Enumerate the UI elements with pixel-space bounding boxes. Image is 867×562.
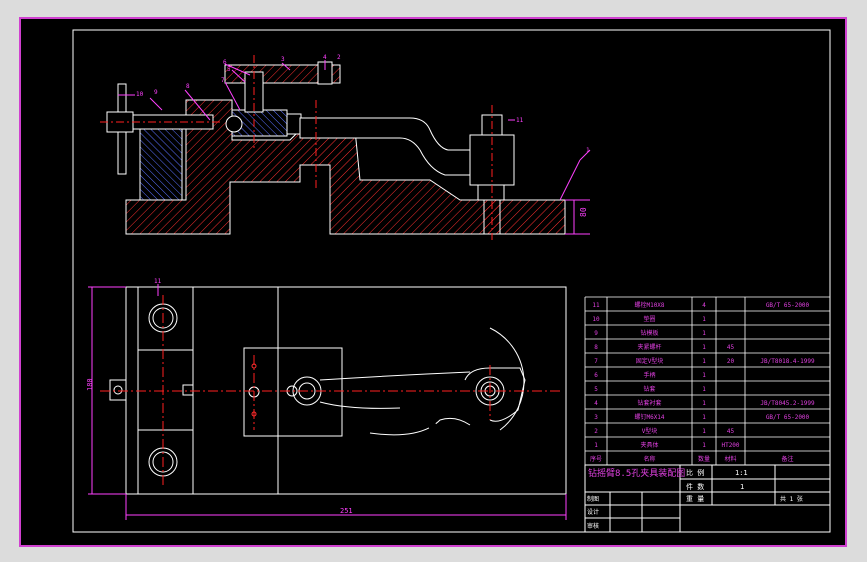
part-qty: 1 (702, 442, 706, 449)
title-block: 钻摇臂8.5孔夹具装配图 比 例 1:1 件 数 1 重 量 共 1 张 制图 … (584, 464, 831, 533)
part-qty: 1 (702, 316, 706, 323)
header-standard: 备注 (781, 455, 793, 463)
part-qty: 4 (702, 302, 706, 309)
part-qty: 1 (702, 414, 706, 421)
part-qty: 1 (702, 330, 706, 337)
dim-height-plan: 180 (86, 378, 94, 391)
balloon-1: 1 (586, 147, 590, 154)
leaders (118, 60, 591, 201)
part-name: 钻套 (643, 385, 655, 393)
part-name: 夹具体 (640, 441, 658, 449)
v-block-nut (286, 113, 302, 135)
label-drawn: 制图 (587, 495, 599, 503)
workpiece-section (225, 115, 243, 133)
part-name: 钻模板 (640, 329, 658, 337)
sheet-border (19, 17, 847, 547)
drawing-frame (72, 29, 831, 533)
part-name: 螺钉M6X14 (634, 413, 664, 421)
part-qty: 1 (702, 344, 706, 351)
part-name: 钻套衬套 (637, 399, 661, 407)
part-name: 手柄 (643, 371, 655, 379)
support-block (139, 127, 183, 201)
part-standard: JB/T8045.2-1999 (760, 400, 815, 407)
part-no: 5 (594, 386, 598, 393)
part-qty: 1 (702, 358, 706, 365)
part-no: 7 (594, 358, 598, 365)
part-name: 固定V型块 (636, 357, 664, 365)
part-material: 20 (727, 358, 735, 365)
header-no: 序号 (590, 455, 602, 463)
part-material: 45 (727, 428, 735, 435)
clamp-outline (464, 367, 526, 422)
part-no: 11 (592, 302, 600, 309)
balloon-4: 4 (323, 54, 327, 61)
washer (477, 184, 505, 201)
arm-edge (319, 401, 401, 409)
front-section-view: 80 10 9 8 7 6 5 3 4 2 11 1 (100, 54, 591, 240)
part-no: 6 (594, 372, 598, 379)
part-name: 夹紧螺杆 (637, 343, 661, 351)
part-standard: GB/T 65-2000 (766, 302, 810, 309)
part-name: V型块 (642, 427, 658, 435)
part-no: 10 (592, 316, 600, 323)
swing-arc (489, 327, 525, 431)
balloon-8: 8 (186, 83, 190, 90)
value-count: 1 (740, 483, 744, 491)
label-check: 审核 (587, 522, 599, 530)
header-name: 名称 (643, 455, 655, 463)
part-name: 垫圈 (643, 315, 655, 323)
dim-height-side: 80 (579, 207, 588, 217)
part-no: 3 (594, 414, 598, 421)
balloon-11-plan: 11 (154, 278, 162, 285)
arm-edge (319, 371, 471, 381)
label-weight: 重 量 (686, 495, 704, 503)
drill-plate-outline (243, 347, 343, 437)
part-qty: 1 (702, 386, 706, 393)
part-standard: JB/T8018.4-1999 (760, 358, 815, 365)
balloon-11: 11 (516, 117, 524, 124)
part-qty: 1 (702, 400, 706, 407)
header-material: 材料 (724, 455, 736, 463)
balloon-5: 5 (227, 66, 231, 73)
part-name: 螺栓M10X8 (634, 301, 664, 309)
part-standard: GB/T 65-2000 (766, 414, 810, 421)
balloon-10: 10 (136, 91, 144, 98)
handle-pin (113, 385, 123, 395)
part-no: 9 (594, 330, 598, 337)
part-qty: 1 (702, 372, 706, 379)
header-qty: 数量 (698, 455, 710, 463)
part-no: 8 (594, 344, 598, 351)
label-sheet: 共 1 张 (780, 495, 803, 503)
balloon-6: 6 (223, 59, 227, 66)
plan-view: 180 251 11 (86, 278, 567, 520)
arm-outline (369, 417, 471, 436)
drawing-title: 钻摇臂8.5孔夹具装配图 (588, 467, 685, 479)
part-material: 45 (727, 344, 735, 351)
part-no: 4 (594, 400, 598, 407)
label-design: 设计 (587, 508, 599, 516)
title-block-frame (584, 464, 831, 533)
part-no: 1 (594, 442, 598, 449)
value-scale: 1:1 (735, 469, 748, 477)
screw-end (182, 384, 194, 396)
part-qty: 1 (702, 428, 706, 435)
part-no: 2 (594, 428, 598, 435)
part-material: HT200 (721, 442, 739, 449)
label-count: 件 数 (686, 482, 704, 491)
balloon-3: 3 (281, 56, 285, 63)
balloon-9: 9 (154, 89, 158, 96)
balloon-7: 7 (221, 77, 225, 84)
dim-length-plan: 251 (340, 507, 353, 515)
label-scale: 比 例 (686, 468, 704, 477)
handle-end (109, 379, 127, 401)
balloon-2: 2 (337, 54, 341, 61)
